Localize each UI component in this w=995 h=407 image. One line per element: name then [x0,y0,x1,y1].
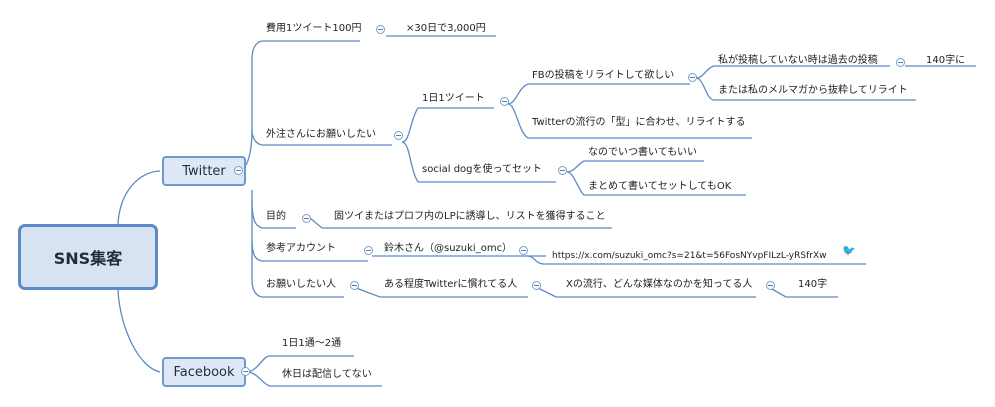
past-post-node[interactable]: 私が投稿していない時は過去の投稿 [718,55,878,66]
facebook-node[interactable]: Facebook [162,357,246,387]
anytime-node[interactable]: なのでいつ書いてもいい [588,147,697,158]
root-label: SNS集客 [53,249,123,268]
collapse-icon[interactable] [532,281,541,290]
collapse-icon[interactable] [234,166,243,175]
daily-tweet-node[interactable]: 1日1ツイート [422,93,485,104]
collapse-icon[interactable] [241,367,250,376]
collapse-icon[interactable] [302,214,311,223]
frequency-node[interactable]: 1日1通〜2通 [282,338,342,349]
collapse-icon[interactable] [766,281,775,290]
collapse-icon[interactable] [350,281,359,290]
batch-node[interactable]: まとめて書いてセットしてもOK [588,181,732,192]
socialdog-node[interactable]: social dogを使ってセット [422,164,543,175]
desired-person-node[interactable]: お願いしたい人 [266,279,336,290]
magazine-rewrite-node[interactable]: または私のメルマガから抜粋してリライト [718,85,908,96]
purpose-node[interactable]: 目的 [266,211,286,222]
knows-trend-node[interactable]: Xの流行、どんな媒体なのかを知ってる人 [566,279,753,290]
collapse-icon[interactable] [558,166,567,175]
fb-rewrite-node[interactable]: FBの投稿をリライトして欲しい [532,70,675,81]
reference-url-link[interactable]: https://x.com/suzuki_omc?s=21&t=56FosNYv… [552,251,827,261]
collapse-icon[interactable] [500,97,509,106]
purpose-detail-node[interactable]: 固ツイまたはプロフ内のLPに誘導し、リストを獲得すること [334,211,606,222]
collapse-icon[interactable] [376,25,385,34]
twitter-label: Twitter [182,163,226,179]
collapse-icon[interactable] [688,73,697,82]
trend-rewrite-node[interactable]: Twitterの流行の「型」に合わせ、リライトする [532,117,746,128]
twitter-node[interactable]: Twitter [162,156,246,186]
familiar-node[interactable]: ある程度Twitterに慣れてる人 [384,279,518,290]
collapse-icon[interactable] [394,131,403,140]
collapse-icon[interactable] [896,58,905,67]
twitter-bird-icon: 🐦 [842,244,856,257]
collapse-icon[interactable] [519,246,528,255]
cost-node[interactable]: 費用1ツイート100円 [266,23,362,34]
char-limit-node[interactable]: 140字に [926,55,966,66]
collapse-icon[interactable] [364,246,373,255]
char-count-node[interactable]: 140字 [798,279,828,290]
outsource-node[interactable]: 外注さんにお願いしたい [266,129,376,140]
root-node[interactable]: SNS集客 [18,224,158,290]
reference-account-node[interactable]: 鈴木さん（@suzuki_omc） [384,243,513,254]
holiday-node[interactable]: 休日は配信してない [282,369,372,380]
facebook-label: Facebook [173,364,235,380]
reference-node[interactable]: 参考アカウント [266,243,336,254]
cost-detail-node[interactable]: ×30日で3,000円 [406,23,486,34]
